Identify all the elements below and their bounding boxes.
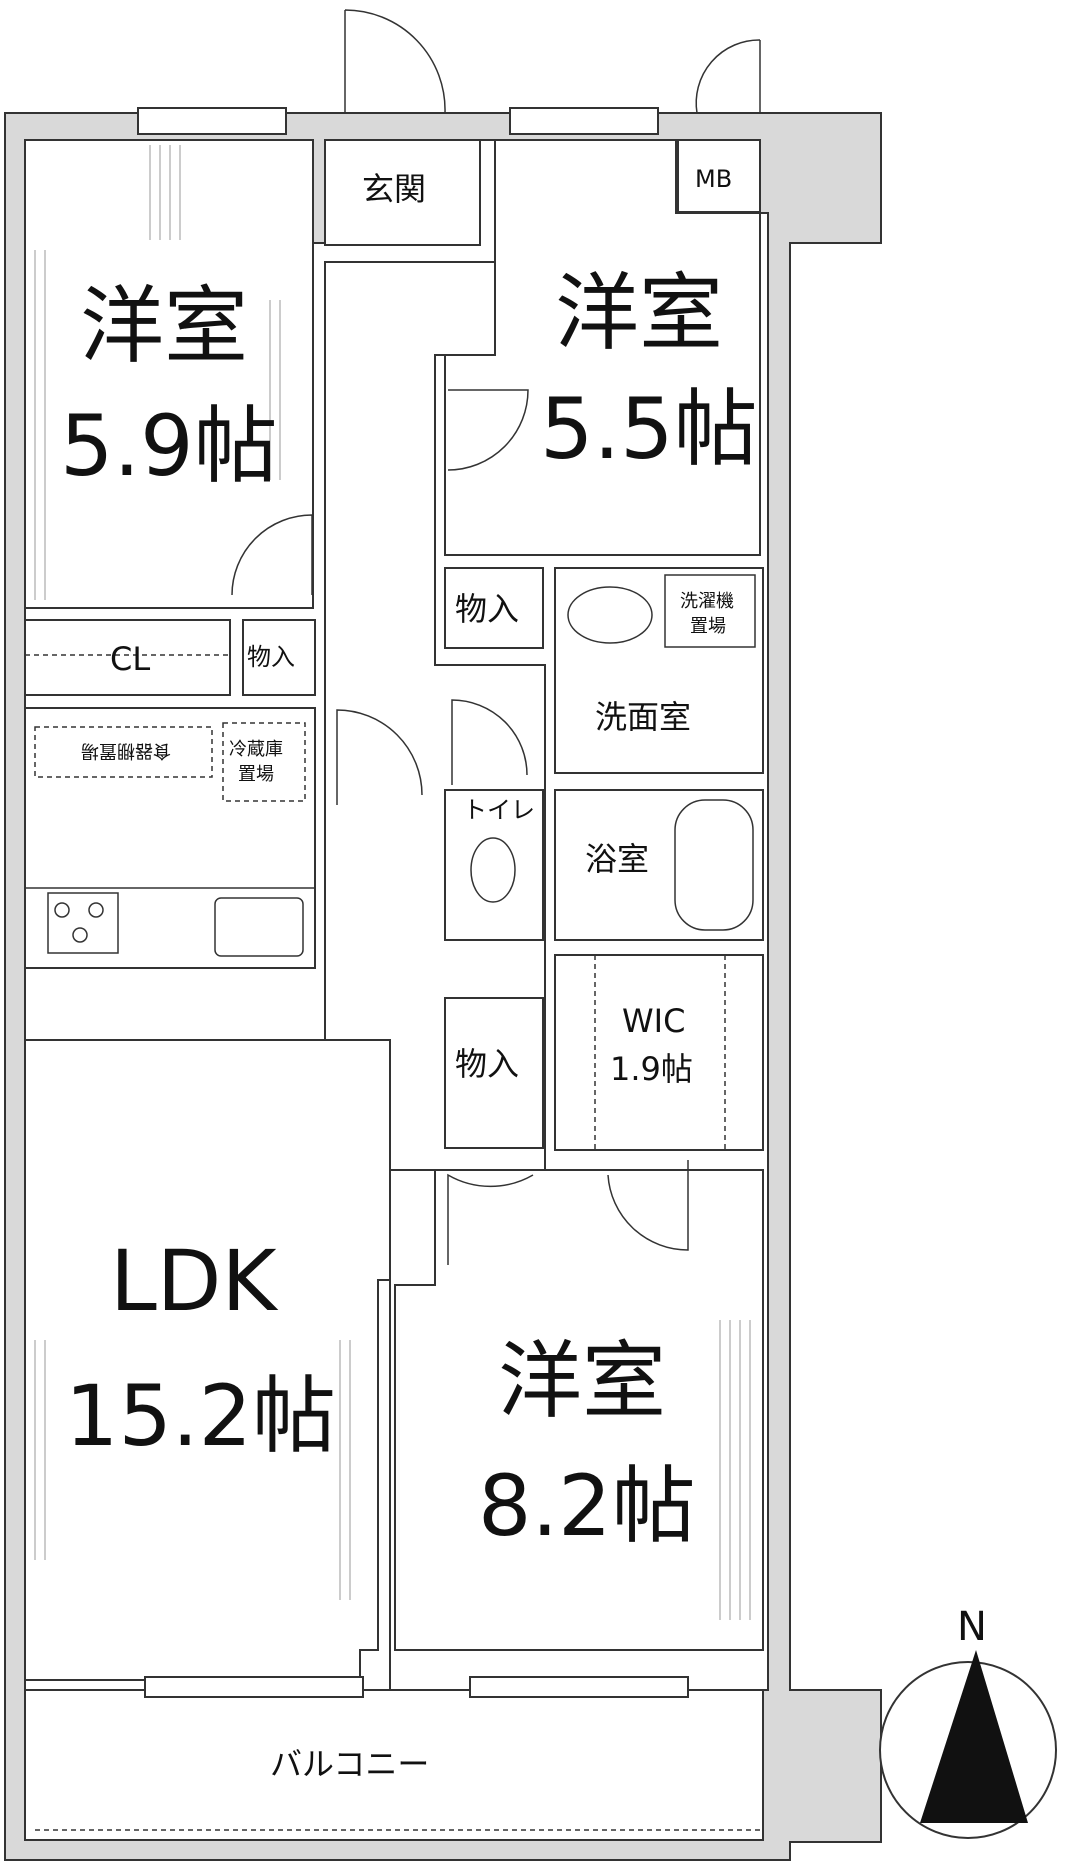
toilet-label: トイレ [463, 796, 535, 824]
washroom-area [554, 567, 764, 774]
toilet-door [451, 699, 528, 785]
wic-door [607, 1160, 689, 1251]
ldk-door [447, 1173, 534, 1265]
room-3-size: 8.2帖 [478, 1457, 696, 1555]
closet-label: CL [110, 640, 150, 678]
bath-area [554, 789, 764, 941]
washer-label-2: 置場 [690, 616, 726, 637]
washroom-label: 洗面室 [595, 698, 691, 736]
room-1-size: 5.9帖 [60, 397, 278, 495]
washer-label-1: 洗濯機 [680, 591, 734, 612]
storage-3-area [444, 997, 544, 1149]
storage-3-label: 物入 [455, 1045, 519, 1083]
western-room-3 [394, 1169, 764, 1651]
room2-door [447, 389, 529, 471]
wic-size: 1.9帖 [610, 1050, 693, 1088]
toilet-bowl [470, 837, 516, 903]
storage-2-area [444, 567, 544, 649]
wic-label: WIC [622, 1002, 685, 1040]
burner-1 [54, 902, 70, 918]
western-room-1-hatch [34, 145, 281, 600]
window-3 [144, 1676, 364, 1698]
sink [214, 897, 304, 957]
window-1 [137, 107, 287, 135]
balcony-label: バルコニー [270, 1745, 429, 1783]
room-2-size: 5.5帖 [540, 380, 758, 478]
ldk-area [24, 1039, 391, 1681]
hall-door [336, 709, 423, 805]
balcony-area [24, 1689, 764, 1841]
entrance-door [344, 9, 446, 114]
western-room-3-hatch [719, 1320, 751, 1620]
burner-2 [88, 902, 104, 918]
mb-door [695, 39, 761, 114]
storage-2-label: 物入 [455, 590, 519, 628]
mb-label: MB [695, 165, 732, 193]
compass: N [879, 1604, 1057, 1839]
fridge-label-1: 冷蔵庫 [229, 739, 283, 760]
washer-box [664, 574, 756, 648]
entrance-label: 玄関 [362, 170, 426, 208]
north-arrow-icon [920, 1650, 1028, 1823]
fridge-box [222, 722, 306, 802]
storage-1-area [242, 619, 316, 696]
stove [47, 892, 119, 954]
pantry-label: 食器棚置場 [81, 740, 171, 761]
room-3-name: 洋室 [498, 1332, 666, 1430]
entrance-area [324, 139, 481, 246]
compass-label: N [957, 1604, 987, 1650]
room1-door [231, 514, 313, 596]
storage-1-label: 物入 [247, 643, 295, 671]
window-4 [469, 1676, 689, 1698]
wash-basin [567, 586, 653, 644]
burner-3 [72, 927, 88, 943]
toilet-area [444, 789, 544, 941]
kitchen-area [24, 707, 316, 969]
room-1-name: 洋室 [80, 277, 248, 375]
ldk-size: 15.2帖 [65, 1367, 336, 1465]
fridge-label-2: 置場 [238, 764, 274, 785]
ldk-name: LDK [110, 1232, 278, 1330]
bathtub [674, 799, 754, 931]
closet-area [24, 619, 231, 696]
pantry-box [34, 726, 213, 778]
window-2 [509, 107, 659, 135]
bath-label: 浴室 [585, 840, 649, 878]
wic-area [554, 954, 764, 1151]
room-2-name: 洋室 [555, 264, 723, 362]
ldk-hatch [34, 1340, 351, 1600]
